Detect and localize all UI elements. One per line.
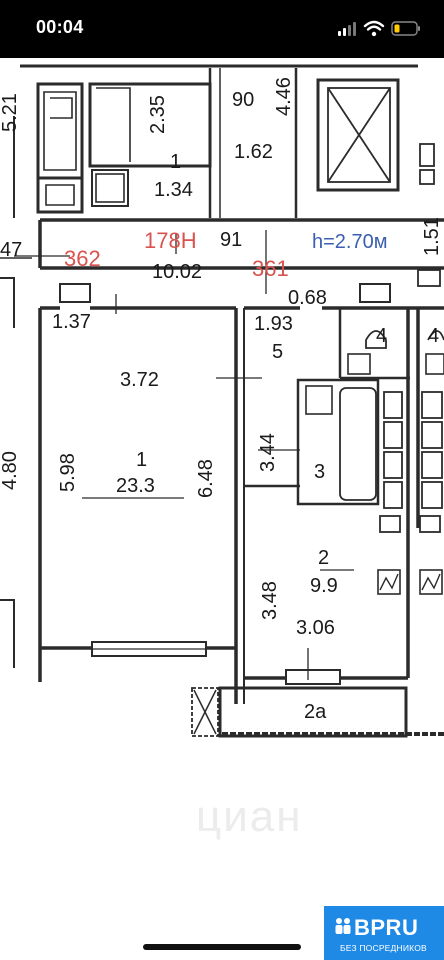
dim-label-47: 47 (0, 239, 23, 261)
dim-label-235: 2.35 (147, 95, 169, 134)
room-1-area: 23.3 (116, 475, 155, 497)
status-time: 00:04 (36, 17, 84, 37)
dim-label-480: 4.80 (0, 451, 21, 490)
dim-label-372: 3.72 (120, 369, 159, 391)
room-number-2: 2 (318, 547, 330, 569)
dim-label-446: 4.46 (273, 77, 295, 116)
status-bar: 00:04 (0, 0, 444, 58)
cadastral-code-361: 361 (252, 256, 289, 281)
dim-label-151: 1.51 (421, 217, 443, 256)
dim-label-348: 3.48 (259, 581, 281, 620)
floor-plan-drawing (0, 64, 444, 738)
badge-brand: BPRU (354, 915, 419, 940)
battery-low-icon (391, 21, 420, 36)
badge-tagline: БЕЗ ПОСРЕДНИКОВ (340, 943, 427, 953)
room-number-1: 1 (136, 449, 148, 471)
cadastral-code-178n: 178Н (144, 228, 197, 253)
room-number-91: 91 (220, 229, 243, 251)
dim-label-134: 1.34 (154, 179, 193, 201)
room-number-4-a: 4 (376, 325, 388, 347)
ceiling-height-label: h=2.70м (312, 231, 388, 253)
dim-label-521: 5.21 (0, 93, 21, 132)
room-number-3: 3 (314, 461, 326, 483)
dim-label-306: 3.06 (296, 617, 335, 639)
dim-label-137: 1.37 (52, 311, 91, 333)
room-number-1-top: 1 (170, 151, 182, 173)
status-icons (338, 19, 422, 39)
home-indicator[interactable] (143, 944, 301, 950)
cellular-signal-icon (338, 22, 356, 36)
room-2-area: 9.9 (310, 575, 338, 597)
dim-label-162: 1.62 (234, 141, 273, 163)
corridor-area-1002: 10.02 (152, 261, 203, 283)
cadastral-code-362: 362 (64, 246, 101, 271)
dim-label-068: 0.68 (288, 287, 327, 309)
cian-watermark: циан (196, 792, 303, 841)
floor-plan: 5.21 2.35 90 4.46 1.62 1 1.34 47 362 178… (0, 58, 444, 750)
dim-label-193: 1.93 (254, 313, 293, 335)
room-number-5: 5 (272, 341, 284, 363)
people-icon (335, 918, 351, 934)
bpru-badge[interactable]: BPRU БЕЗ ПОСРЕДНИКОВ (324, 906, 444, 960)
balcony-label-2a: 2а (304, 701, 327, 723)
room-number-90: 90 (232, 89, 255, 111)
dim-label-648: 6.48 (195, 459, 217, 498)
wifi-icon (363, 20, 385, 37)
dim-label-344: 3.44 (257, 433, 279, 472)
dim-label-598: 5.98 (57, 453, 79, 492)
room-number-4-b: 4 (428, 325, 440, 347)
